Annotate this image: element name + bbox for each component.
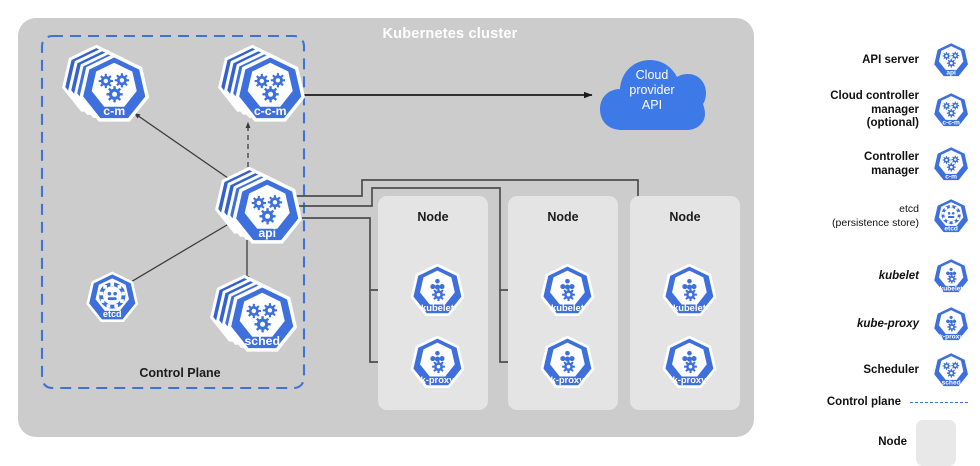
svg-text:api: api xyxy=(258,226,276,240)
dashed-line-swatch xyxy=(910,402,968,404)
svg-text:c-m: c-m xyxy=(103,104,125,118)
icon-cloud-controller-manager: c-c-m xyxy=(218,44,309,133)
icon-etcd: etcd xyxy=(82,270,139,326)
legend-label-controller-manager: Controller manager xyxy=(864,151,919,177)
legend-label-cloud-controller-manager: Cloud controller manager (optional) xyxy=(830,90,928,131)
icon-kubelet: kubelet xyxy=(406,262,465,320)
legend-label-scheduler: Scheduler xyxy=(863,363,919,376)
legend-label-api-server: API server xyxy=(862,53,919,66)
icon-controller-manager: c-m xyxy=(62,44,153,133)
control-plane-boundary xyxy=(40,34,306,390)
svg-text:api: api xyxy=(946,69,956,76)
node-title: Node xyxy=(547,210,579,224)
svg-text:k-proxy: k-proxy xyxy=(672,374,707,385)
legend-icon-api-server: api xyxy=(929,40,971,81)
node-box-3: Node kubelet k-proxy xyxy=(630,196,740,410)
svg-text:sched: sched xyxy=(244,334,280,348)
legend-row-control-plane: Control plane xyxy=(772,396,972,410)
legend-row-cloud-controller-manager: Cloud controller manager (optional) c-c-… xyxy=(772,90,972,131)
legend-row-controller-manager: Controller manager c-m xyxy=(772,144,972,185)
control-plane-label: Control Plane xyxy=(139,366,221,380)
legend-row-api-server: API server api xyxy=(772,40,972,81)
legend-icon-kubelet: kubelet xyxy=(929,256,971,297)
node-title: Node xyxy=(417,210,449,224)
svg-text:k-proxy: k-proxy xyxy=(939,333,963,340)
legend-label-optional: (optional) xyxy=(866,117,919,130)
node-color-swatch xyxy=(916,420,956,466)
icon-kubelet: kubelet xyxy=(658,262,717,320)
node-title: Node xyxy=(669,210,701,224)
svg-text:c-m: c-m xyxy=(945,173,957,180)
legend-label-line: Cloud controller manager xyxy=(830,90,919,116)
node-box-1: Node kubelet k-proxy xyxy=(378,196,488,410)
svg-text:etcd: etcd xyxy=(103,309,122,319)
legend-label-control-plane: Control plane xyxy=(826,396,901,408)
legend-label-persistence-store: (persistence store) xyxy=(832,216,919,229)
svg-text:c-c-m: c-c-m xyxy=(942,119,960,126)
node-box-2: Node kubelet k-proxy xyxy=(508,196,618,410)
legend-label-kube-proxy: kube-proxy xyxy=(857,317,919,330)
svg-text:k-proxy: k-proxy xyxy=(550,374,585,385)
svg-text:etcd: etcd xyxy=(944,225,958,232)
legend-icon-kube-proxy: k-proxy xyxy=(929,304,971,345)
edge-api-to-cm xyxy=(133,112,239,186)
legend-label-node: Node xyxy=(878,436,907,449)
cloud-provider-api: Cloud provider API xyxy=(598,44,706,136)
legend-icon-controller-manager: c-m xyxy=(929,144,971,185)
icon-kube-proxy: k-proxy xyxy=(658,334,717,392)
icon-kubelet: kubelet xyxy=(536,262,595,320)
legend-row-kube-proxy: kube-proxy k-proxy xyxy=(772,304,972,345)
cluster-title: Kubernetes cluster xyxy=(382,26,518,42)
svg-text:kubelet: kubelet xyxy=(673,302,706,313)
legend-label-line: etcd xyxy=(899,203,919,215)
legend: API server api Cloud controller manager … xyxy=(772,18,972,466)
svg-text:sched: sched xyxy=(942,379,961,386)
legend-icon-cloud-controller-manager: c-c-m xyxy=(929,90,971,131)
icon-scheduler: sched xyxy=(210,274,301,363)
legend-icon-etcd: etcd xyxy=(929,196,971,237)
icon-kube-proxy: k-proxy xyxy=(536,334,595,392)
legend-icon-scheduler: sched xyxy=(929,350,971,391)
icon-api-server: api xyxy=(215,166,306,255)
svg-text:k-proxy: k-proxy xyxy=(420,374,455,385)
svg-text:kubelet: kubelet xyxy=(421,302,454,313)
legend-row-scheduler: Scheduler sched xyxy=(772,350,972,391)
edge-api-to-etcd xyxy=(123,221,233,287)
legend-row-etcd: etcd (persistence store) etcd xyxy=(772,196,972,237)
icon-kube-proxy: k-proxy xyxy=(406,334,465,392)
legend-row-node: Node xyxy=(772,420,972,466)
svg-text:kubelet: kubelet xyxy=(551,302,584,313)
edge-node2-to-api xyxy=(282,187,536,291)
legend-label-kubelet: kubelet xyxy=(878,269,919,282)
svg-text:kubelet: kubelet xyxy=(940,285,964,292)
svg-text:c-c-m: c-c-m xyxy=(254,104,287,118)
legend-row-kubelet: kubelet kubelet xyxy=(772,256,972,297)
legend-label-etcd: etcd (persistence store) xyxy=(832,203,928,230)
